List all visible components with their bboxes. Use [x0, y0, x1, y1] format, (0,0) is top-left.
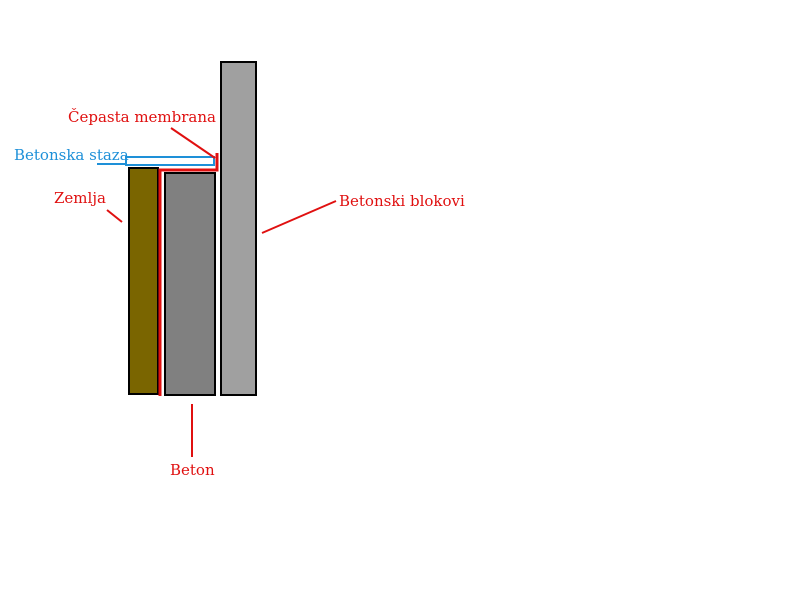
concrete-blocks — [220, 61, 257, 396]
label-soil: Zemlja — [54, 189, 106, 207]
label-concrete: Beton — [170, 461, 215, 479]
soil-layer — [128, 167, 159, 395]
soil-leader — [106, 209, 123, 223]
concrete-layer — [164, 172, 216, 396]
membrane-leader — [170, 127, 216, 159]
label-blocks: Betonski blokovi — [339, 192, 465, 210]
label-path: Betonska staza — [14, 146, 129, 164]
label-membrane: Čepasta membrana — [68, 108, 216, 126]
concrete-path — [125, 156, 215, 166]
blocks-leader — [261, 200, 337, 234]
dimpled-membrane — [158, 153, 219, 396]
